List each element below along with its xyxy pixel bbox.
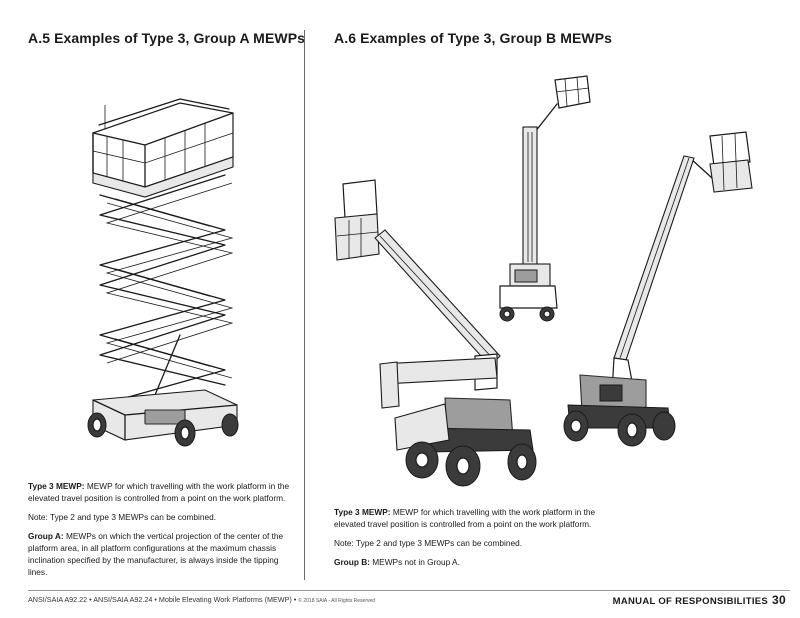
group-a-label: Group A: (28, 531, 64, 541)
articulating-boom-lift-icon (334, 179, 537, 487)
section-a5-heading: A.5 Examples of Type 3, Group A MEWPs (28, 30, 306, 46)
type3-label: Type 3 MEWP: (28, 481, 85, 491)
footer-copyright: © 2018 SAIA - All Rights Reserved (298, 598, 376, 604)
type3-text: MEWP for which travelling with the work … (334, 507, 596, 529)
group-b-label: Group B: (334, 557, 370, 567)
combined-note: Note: Type 2 and type 3 MEWPs can be com… (28, 512, 217, 522)
group-b-definition: Group B: MEWPs not in Group A. (334, 556, 599, 568)
page-number: 30 (772, 593, 786, 607)
footer-standards-text: ANSI/SAIA A92.22 • ANSI/SAIA A92.24 • Mo… (28, 595, 299, 604)
type3-text: MEWP for which travelling with the work … (28, 481, 290, 503)
footer-standards: ANSI/SAIA A92.22 • ANSI/SAIA A92.24 • Mo… (28, 595, 375, 604)
section-a6-heading: A.6 Examples of Type 3, Group B MEWPs (334, 30, 613, 46)
section-a5-text: Type 3 MEWP: MEWP for which travelling w… (28, 480, 293, 585)
column-divider (304, 30, 305, 580)
telescopic-boom-lift-icon (563, 131, 753, 447)
footer-rule (28, 590, 790, 591)
vertical-mast-lift-icon (499, 75, 591, 322)
type3-definition: Type 3 MEWP: MEWP for which travelling w… (334, 506, 599, 530)
type3-label: Type 3 MEWP: (334, 507, 391, 517)
group-b-text: MEWPs not in Group A. (369, 557, 460, 567)
group-a-text: MEWPs on which the vertical projection o… (28, 531, 284, 577)
section-a6-text: Type 3 MEWP: MEWP for which travelling w… (334, 506, 599, 575)
combined-note: Note: Type 2 and type 3 MEWPs can be com… (334, 538, 523, 548)
type3-definition: Type 3 MEWP: MEWP for which travelling w… (28, 480, 293, 504)
manual-title: MANUAL OF RESPONSIBILITIES (612, 596, 769, 607)
group-a-definition: Group A: MEWPs on which the vertical pro… (28, 530, 293, 578)
scissor-lift-icon (87, 98, 239, 447)
